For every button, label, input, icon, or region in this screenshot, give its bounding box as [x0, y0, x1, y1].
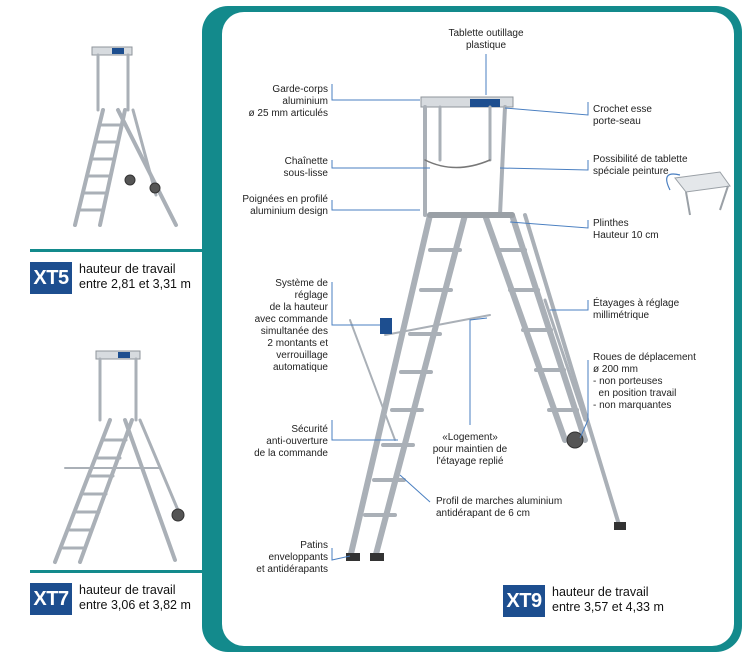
- label-etayages: Étayages à réglage millimétrique: [593, 298, 713, 322]
- label-patins: Patins enveloppants et antidérapants: [220, 540, 328, 576]
- xt7-caption-line2: entre 3,06 et 3,82 m: [79, 598, 191, 612]
- label-garde-corps-l1: Garde-corps: [272, 84, 328, 95]
- label-systeme-l8: automatique: [272, 362, 328, 373]
- label-systeme-l2: réglage: [294, 290, 328, 301]
- label-etayages-l2: millimétrique: [593, 310, 650, 321]
- label-chainette-l2: sous-lisse: [283, 168, 328, 179]
- label-plinthes-l2: Hauteur 10 cm: [593, 230, 659, 241]
- label-roues-l5: - non marquantes: [593, 400, 672, 411]
- label-possibilite: Possibilité de tablette spéciale peintur…: [593, 154, 723, 178]
- xt9-badge: XT9: [503, 585, 545, 617]
- xt9-ladder-illustration: [346, 96, 626, 561]
- label-logement: «Logement» pour maintien de l'étayage re…: [420, 432, 520, 468]
- label-poignees-l1: Poignées en profilé: [242, 194, 328, 205]
- label-roues-l4: en position travail: [593, 388, 677, 399]
- label-roues-l3: - non porteuses: [593, 376, 663, 387]
- xt9-caption: hauteur de travail entre 3,57 et 4,33 m: [552, 585, 664, 615]
- xt5-caption-line2: entre 2,81 et 3,31 m: [79, 277, 191, 291]
- label-plinthes-l1: Plinthes: [593, 218, 629, 229]
- label-logement-l2: pour maintien de: [432, 444, 508, 455]
- label-tablette: Tablette outillage plastique: [436, 28, 536, 52]
- xt9-caption-line1: hauteur de travail: [552, 585, 649, 599]
- label-chainette-l1: Chaînette: [284, 156, 328, 167]
- label-securite-l1: Sécurité: [291, 424, 328, 435]
- label-patins-l2: enveloppants: [268, 552, 329, 563]
- label-roues-l1: Roues de déplacement: [593, 352, 696, 363]
- xt5-caption: hauteur de travail entre 2,81 et 3,31 m: [79, 262, 191, 292]
- label-garde-corps-l3: ø 25 mm articulés: [248, 108, 328, 119]
- label-possibilite-l2: spéciale peinture: [593, 166, 669, 177]
- label-logement-l3: l'étayage replié: [436, 456, 504, 467]
- xt7-ladder-illustration: [53, 350, 185, 564]
- main-panel: [222, 12, 734, 646]
- label-patins-l3: et antidérapants: [256, 564, 328, 575]
- label-poignees-l2: aluminium design: [250, 206, 328, 217]
- label-roues-l2: ø 200 mm: [593, 364, 639, 375]
- label-systeme-l1: Système de: [275, 278, 328, 289]
- label-profil-l2: antidérapant de 6 cm: [436, 508, 530, 519]
- label-systeme-l3: de la hauteur: [269, 302, 328, 313]
- label-garde-corps: Garde-corps aluminium ø 25 mm articulés: [220, 84, 328, 120]
- label-systeme: Système de réglage de la hauteur avec co…: [220, 278, 328, 374]
- label-etayages-l1: Étayages à réglage: [593, 298, 680, 309]
- paint-tray-illustration: [666, 171, 731, 216]
- xt5-ladder-illustration: [73, 46, 178, 227]
- label-possibilite-l1: Possibilité de tablette: [593, 154, 688, 165]
- xt7-caption: hauteur de travail entre 3,06 et 3,82 m: [79, 583, 191, 613]
- label-securite: Sécurité anti-ouverture de la commande: [220, 424, 328, 460]
- label-chainette: Chaînette sous-lisse: [220, 156, 328, 180]
- xt7-badge: XT7: [30, 583, 72, 615]
- label-systeme-l5: simultanée des: [260, 326, 328, 337]
- label-garde-corps-l2: aluminium: [282, 96, 328, 107]
- label-tablette-l2: plastique: [465, 40, 507, 51]
- label-profil: Profil de marches aluminium antidérapant…: [436, 496, 586, 520]
- xt5-badge: XT5: [30, 262, 72, 294]
- xt5-caption-line1: hauteur de travail: [79, 262, 176, 276]
- xt5-separator: [30, 249, 206, 252]
- label-patins-l1: Patins: [300, 540, 328, 551]
- label-tablette-l1: Tablette outillage: [448, 28, 524, 39]
- xt7-caption-line1: hauteur de travail: [79, 583, 176, 597]
- label-securite-l2: anti-ouverture: [266, 436, 328, 447]
- label-systeme-l6: 2 montants et: [267, 338, 328, 349]
- label-profil-l1: Profil de marches aluminium: [436, 496, 563, 507]
- leader-lines: [331, 54, 589, 561]
- label-roues: Roues de déplacement ø 200 mm - non port…: [593, 352, 723, 412]
- label-systeme-l4: avec commande: [254, 314, 328, 325]
- label-systeme-l7: verrouillage: [276, 350, 328, 361]
- label-logement-l1: «Logement»: [442, 432, 498, 443]
- label-crochet: Crochet esse porte-seau: [593, 104, 713, 128]
- label-securite-l3: de la commande: [254, 448, 328, 459]
- xt9-caption-line2: entre 3,57 et 4,33 m: [552, 600, 664, 614]
- label-plinthes: Plinthes Hauteur 10 cm: [593, 218, 713, 242]
- xt7-separator: [30, 570, 206, 573]
- label-poignees: Poignées en profilé aluminium design: [220, 194, 328, 218]
- label-crochet-l1: Crochet esse: [593, 104, 652, 115]
- label-crochet-l2: porte-seau: [593, 116, 641, 127]
